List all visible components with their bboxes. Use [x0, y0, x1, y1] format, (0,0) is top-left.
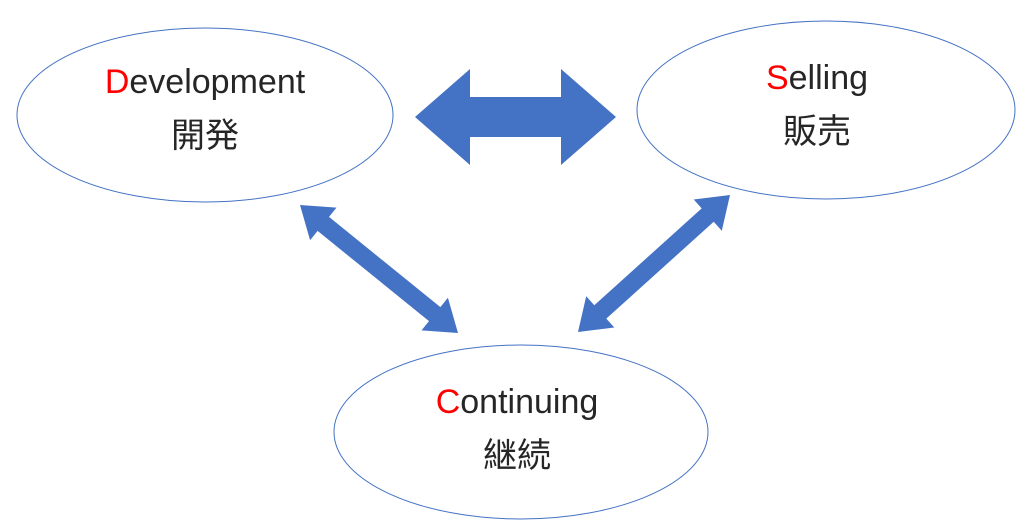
double-arrow-selling-continuing: [578, 195, 730, 332]
selling-japanese: 販売: [783, 113, 851, 151]
continuing-label: Continuing 継続: [367, 382, 667, 476]
double-arrow-development-selling: [415, 69, 616, 165]
double-arrow-development-continuing: [300, 205, 458, 333]
selling-english: Selling: [765, 59, 869, 97]
continuing-ellipse: [333, 344, 709, 520]
development-japanese: 開発: [171, 117, 239, 155]
development-ellipse: [16, 27, 394, 203]
selling-label: Selling 販売: [667, 58, 967, 152]
development-label: Development 開発: [55, 62, 355, 156]
selling-ellipse: [636, 20, 1016, 200]
development-english: Development: [104, 63, 306, 101]
continuing-japanese: 継続: [483, 437, 551, 475]
continuing-english: Continuing: [435, 383, 599, 421]
